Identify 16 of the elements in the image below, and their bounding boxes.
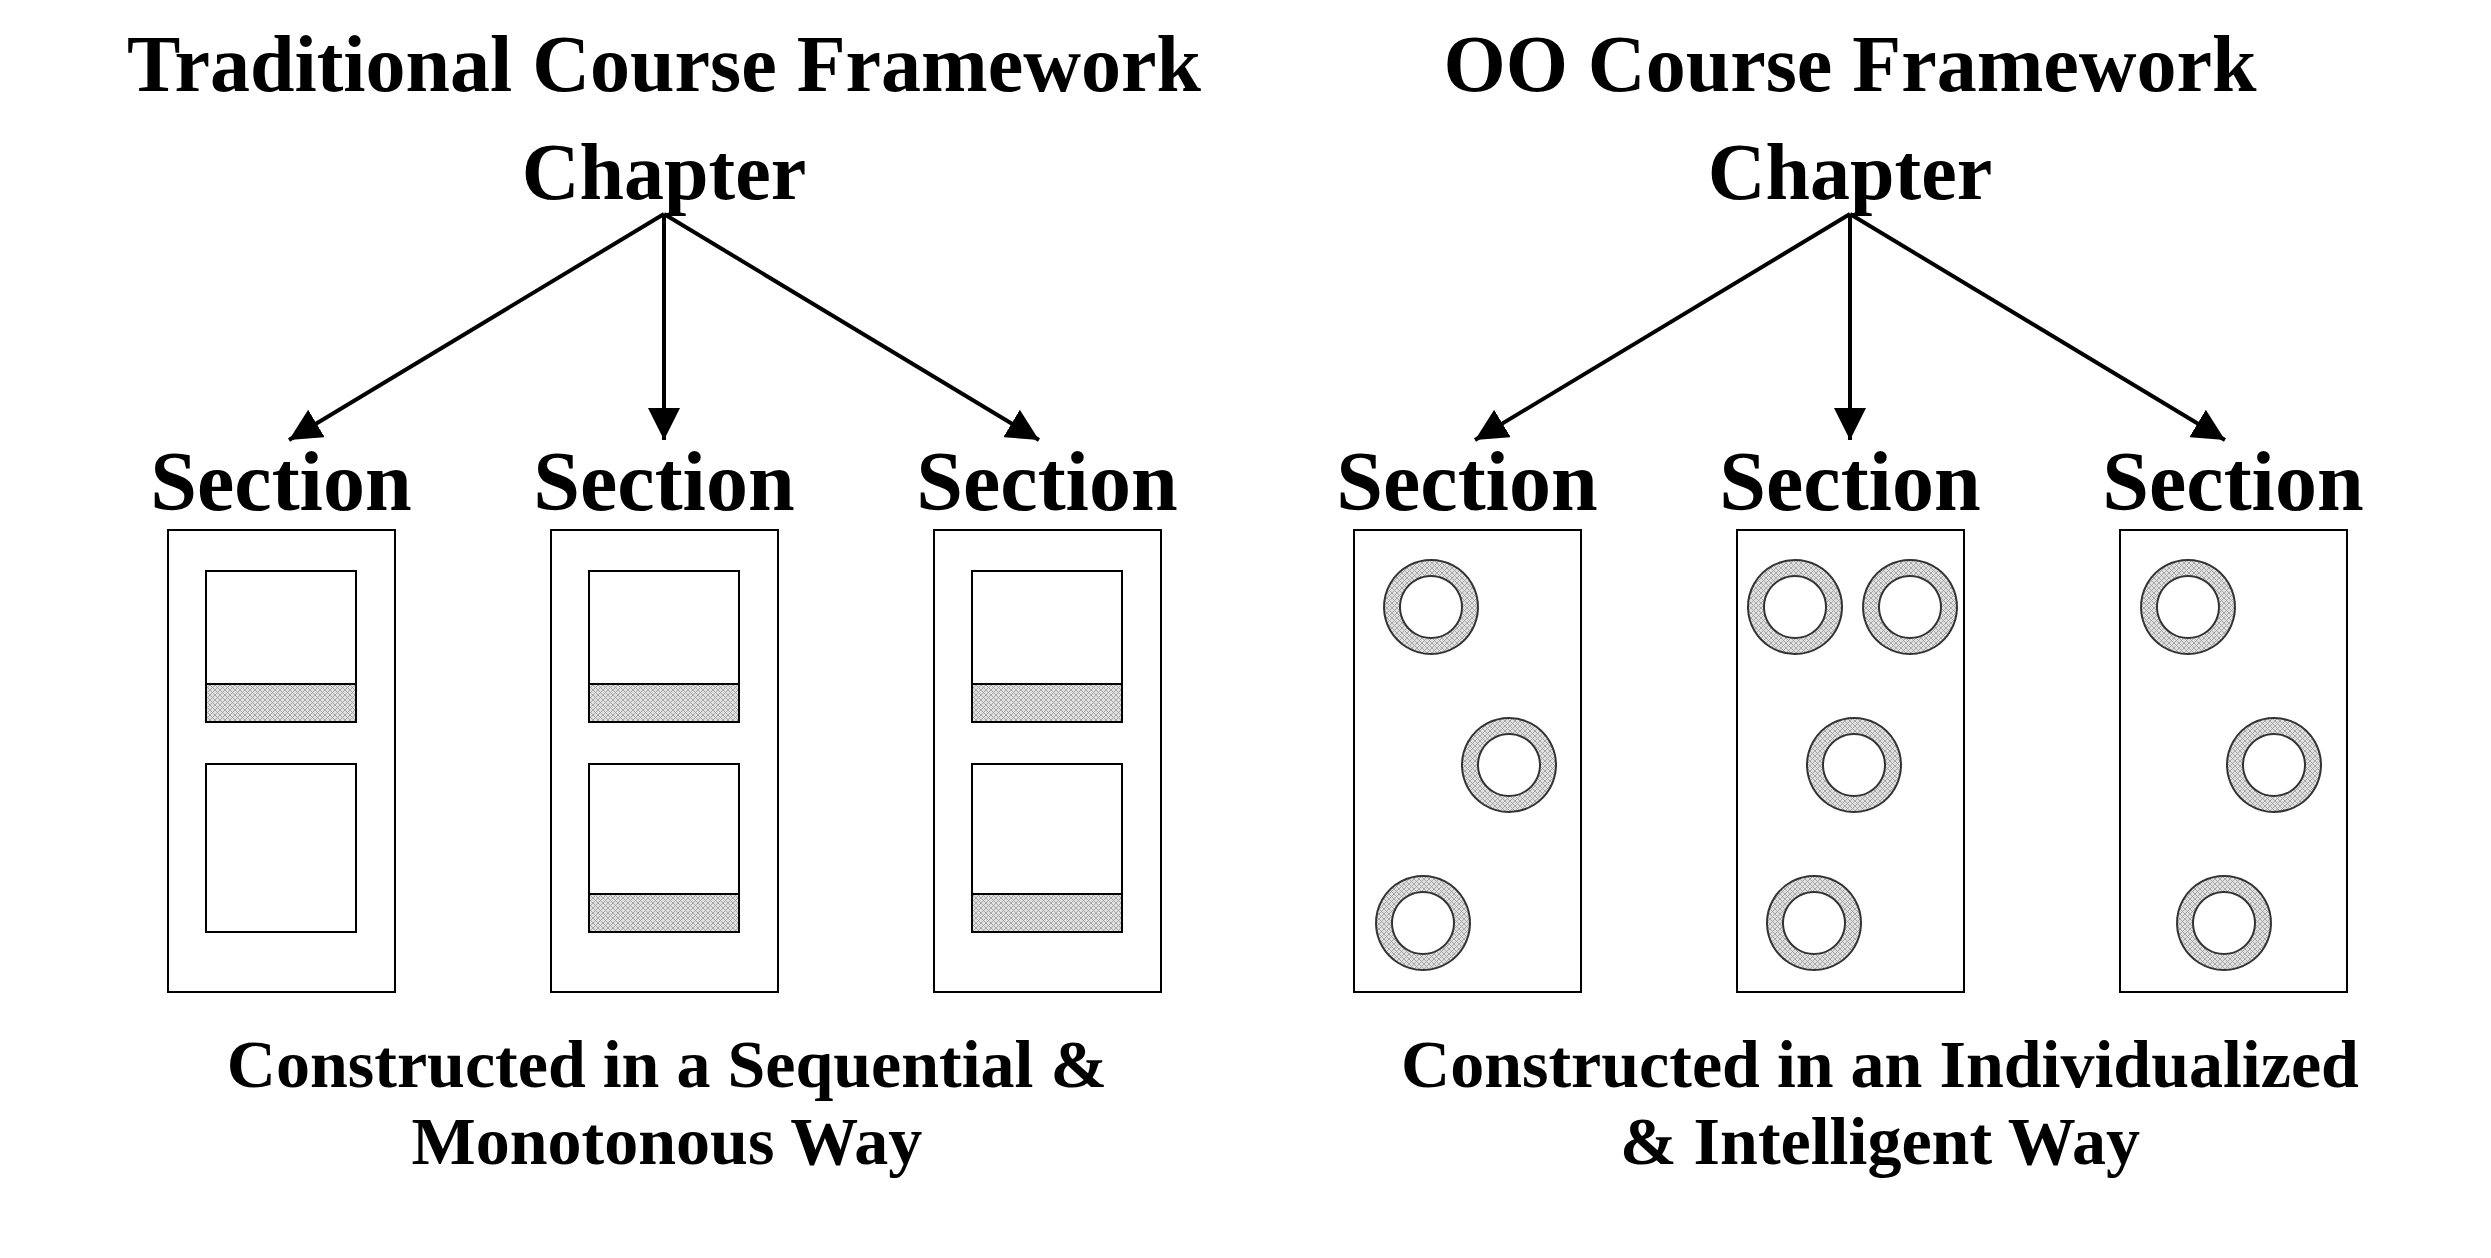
arrow [1473,212,1852,442]
arrow [662,212,1041,442]
section-label: Section [1719,440,1981,524]
arrow [1848,212,2227,442]
section-label: Section [150,440,412,524]
caption-text: Constructed in a Sequential & Monotonous Way [225,1026,1109,1180]
section-label: Section [1336,440,1598,524]
framework-title: Traditional Course Framework [127,24,1201,104]
arrow [648,214,680,440]
section-label: Section [2102,440,2364,524]
arrow [1834,214,1866,440]
caption-text: Constructed in an Individualized & Intelligent Way [1400,1026,2360,1180]
section-label: Section [533,440,795,524]
section-label: Section [916,440,1178,524]
framework-title: OO Course Framework [1443,24,2257,104]
arrow [287,212,666,442]
